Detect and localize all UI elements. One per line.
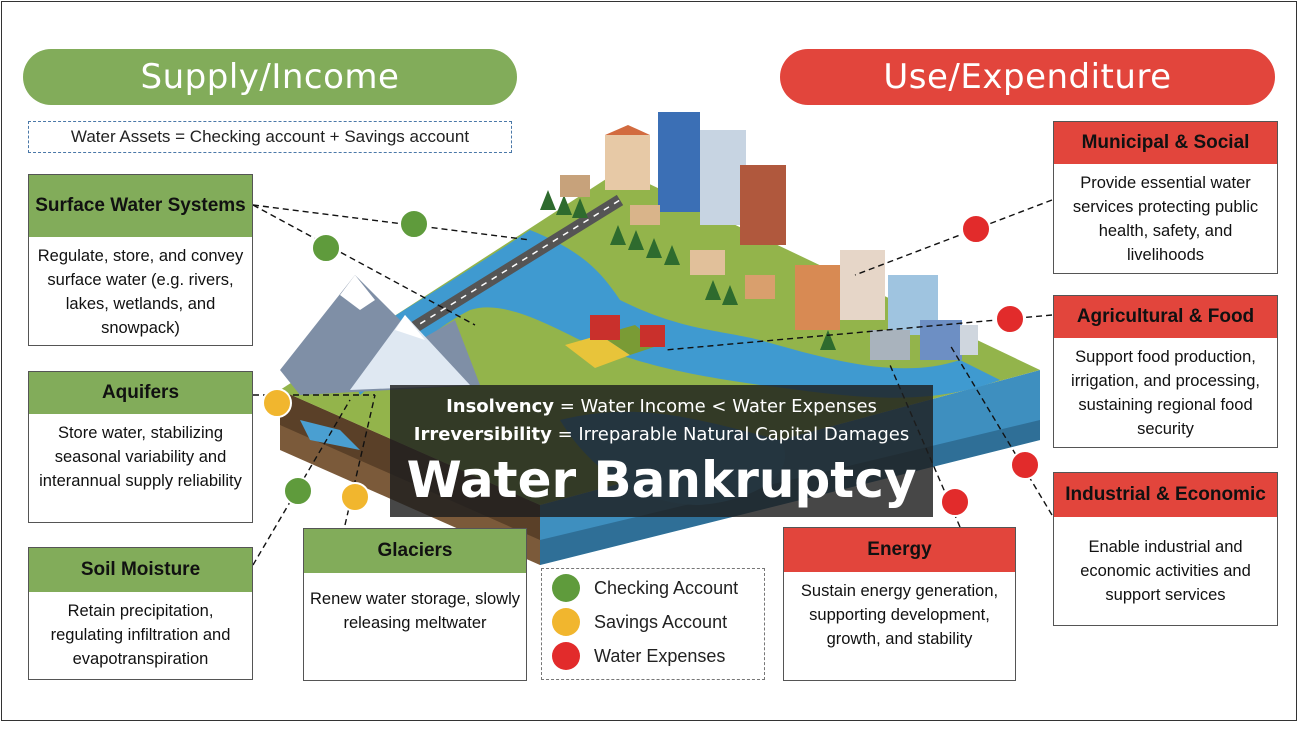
water-expense-icon (940, 487, 970, 517)
water-expense-icon (995, 304, 1025, 334)
box-description: Store water, stabilizing seasonal variab… (39, 424, 242, 490)
legend: Checking Account Savings Account Water E… (541, 568, 765, 680)
irreversibility-definition: = Irreparable Natural Capital Damages (551, 424, 910, 445)
box-description: Support food production, irrigation, and… (1071, 348, 1260, 438)
insolvency-term: Insolvency (446, 396, 554, 417)
supply-income-header: Supply/Income (23, 49, 517, 105)
savings-account-icon (552, 608, 580, 636)
glaciers-box: Glaciers Renew water storage, slowly rel… (303, 528, 527, 681)
legend-item-expenses: Water Expenses (552, 639, 764, 673)
glacier (350, 315, 470, 390)
box-description: Provide essential water services protect… (1072, 174, 1259, 264)
checking-account-icon (311, 233, 341, 263)
water-expense-icon (1010, 450, 1040, 480)
legend-label: Savings Account (594, 611, 728, 632)
energy-box: Energy Sustain energy generation, suppor… (783, 527, 1016, 681)
legend-label: Water Expenses (594, 645, 726, 666)
box-title: Surface Water Systems (29, 175, 252, 237)
box-title: Industrial & Economic (1054, 473, 1277, 517)
road-line (409, 199, 621, 331)
box-title: Glaciers (304, 529, 526, 573)
legend-item-savings: Savings Account (552, 605, 764, 639)
surface-water-systems-box: Surface Water Systems Regulate, store, a… (28, 174, 253, 346)
checking-account-icon (552, 574, 580, 602)
water-bankruptcy-panel: Insolvency = Water Income < Water Expens… (390, 385, 933, 517)
municipal-social-box: Municipal & Social Provide essential wat… (1053, 121, 1278, 274)
savings-account-icon (340, 482, 370, 512)
irreversibility-line: Irreversibility = Irreparable Natural Ca… (390, 421, 933, 449)
water-expense-icon (552, 642, 580, 670)
box-description: Regulate, store, and convey surface wate… (37, 247, 244, 337)
box-description: Enable industrial and economic activitie… (1080, 538, 1251, 604)
insolvency-line: Insolvency = Water Income < Water Expens… (390, 393, 933, 421)
legend-item-checking: Checking Account (552, 571, 764, 605)
box-description: Renew water storage, slowly releasing me… (310, 590, 521, 632)
water-expense-icon (961, 214, 991, 244)
aquifers-box: Aquifers Store water, stabilizing season… (28, 371, 253, 523)
trees (540, 190, 836, 350)
legend-label: Checking Account (594, 577, 739, 598)
checking-account-icon (399, 209, 429, 239)
industrial-economic-box: Industrial & Economic Enable industrial … (1053, 472, 1278, 626)
use-connectors (664, 199, 1053, 528)
box-title: Agricultural & Food (1054, 296, 1277, 338)
box-title: Municipal & Social (1054, 122, 1277, 164)
box-title: Aquifers (29, 372, 252, 414)
savings-account-icon (262, 388, 292, 418)
checking-account-icon (283, 476, 313, 506)
water-assets-formula: Water Assets = Checking account + Saving… (28, 121, 512, 153)
mountain-snow (340, 275, 375, 310)
soil-moisture-box: Soil Moisture Retain precipitation, regu… (28, 547, 253, 680)
use-expenditure-header: Use/Expenditure (780, 49, 1275, 105)
box-description: Sustain energy generation, supporting de… (800, 582, 999, 648)
water-bankruptcy-title: Water Bankruptcy (406, 451, 917, 509)
glacier-snow (395, 315, 425, 340)
city-buildings (560, 112, 978, 360)
insolvency-definition: = Water Income < Water Expenses (554, 396, 877, 417)
irreversibility-term: Irreversibility (413, 424, 552, 445)
crop-field (565, 335, 630, 368)
agricultural-food-box: Agricultural & Food Support food product… (1053, 295, 1278, 448)
box-description: Retain precipitation, regulating infiltr… (50, 602, 231, 668)
box-title: Energy (784, 528, 1015, 572)
box-title: Soil Moisture (29, 548, 252, 592)
